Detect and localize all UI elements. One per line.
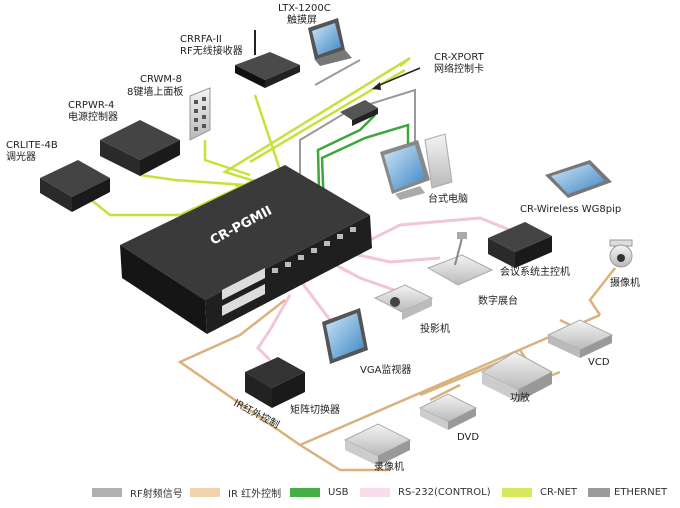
legend: RF射频信号 IR 红外控制 USB RS-232(CONTROL) CR-NE… xyxy=(0,478,680,504)
document-camera-label: 数字展台 xyxy=(478,294,518,307)
touch-panel-name: 触摸屏 xyxy=(287,13,317,26)
wall-panel-device[interactable] xyxy=(189,87,211,141)
camera-device[interactable] xyxy=(609,239,633,268)
desktop-pc-label: 台式电脑 xyxy=(428,192,468,205)
legend-swatch-rs232 xyxy=(360,487,390,497)
matrix-switcher-device[interactable] xyxy=(245,357,305,408)
legend-item-rf: RF射频信号 xyxy=(92,485,183,500)
dimmer-device[interactable] xyxy=(40,160,110,212)
rf-receiver-model: CRRFA-II xyxy=(180,34,222,45)
recorder-device[interactable] xyxy=(343,423,412,466)
legend-item-ir: IR 红外控制 xyxy=(190,485,282,500)
camera-label: 摄像机 xyxy=(610,276,640,289)
desktop-pc-device[interactable] xyxy=(380,133,453,200)
legend-item-rs232: RS-232(CONTROL) xyxy=(360,485,491,499)
vga-monitor-label: VGA监视器 xyxy=(360,363,411,376)
legend-swatch-ir xyxy=(190,487,220,497)
main-unit-cr-pgmii[interactable]: CR-PGMII xyxy=(120,165,372,334)
projector-device[interactable] xyxy=(373,284,434,320)
conference-host-device[interactable] xyxy=(488,222,552,268)
touch-panel-device[interactable] xyxy=(308,18,352,66)
legend-label-rs232: RS-232(CONTROL) xyxy=(398,486,491,498)
wall-panel-model: CRWM-8 xyxy=(140,74,182,85)
vga-monitor-device[interactable] xyxy=(322,308,368,364)
projector-label: 投影机 xyxy=(420,322,450,335)
power-controller-model: CRPWR-4 xyxy=(68,100,114,111)
legend-label-rf: RF射频信号 xyxy=(130,488,183,500)
legend-swatch-rf xyxy=(92,487,122,497)
recorder-label: 录像机 xyxy=(374,460,404,473)
legend-swatch-crnet xyxy=(502,487,532,497)
dimmer-name: 调光器 xyxy=(6,150,36,163)
amplifier-device[interactable] xyxy=(480,351,554,402)
arrow-head xyxy=(372,82,381,90)
power-controller-device[interactable] xyxy=(100,120,180,176)
wireless-panel-label: CR-Wireless WG8pip xyxy=(520,204,621,215)
legend-item-usb: USB xyxy=(290,485,349,499)
touch-panel-model: LTX-1200C xyxy=(278,3,331,14)
dvd-device[interactable] xyxy=(418,393,478,430)
rf-receiver-device[interactable] xyxy=(235,30,300,88)
conference-host-label: 会议系统主控机 xyxy=(500,265,570,278)
dvd-label: DVD xyxy=(457,432,479,443)
matrix-switcher-label: 矩阵切换器 xyxy=(290,403,340,416)
network-card-device[interactable] xyxy=(340,100,378,126)
dimmer-model: CRLITE-4B xyxy=(6,140,58,151)
vcd-device[interactable] xyxy=(546,319,614,358)
power-controller-name: 电源控制器 xyxy=(68,110,118,123)
legend-item-ethernet: ETHERNET xyxy=(588,485,667,499)
network-card-arrow xyxy=(374,67,421,88)
legend-swatch-ethernet xyxy=(588,487,610,497)
legend-label-crnet: CR-NET xyxy=(540,486,578,498)
legend-swatch-usb xyxy=(290,487,320,497)
wireless-panel-device[interactable] xyxy=(545,160,612,198)
legend-label-ir: IR 红外控制 xyxy=(228,488,282,500)
legend-item-crnet: CR-NET xyxy=(502,485,577,499)
legend-label-ethernet: ETHERNET xyxy=(614,486,668,498)
amplifier-label: 功放 xyxy=(510,391,530,404)
wall-panel-name: 8键墙上面板 xyxy=(127,85,183,98)
document-camera-device[interactable] xyxy=(426,232,494,286)
network-card-name: 网络控制卡 xyxy=(434,62,484,75)
network-card-model: CR-XPORT xyxy=(434,52,485,63)
legend-label-usb: USB xyxy=(328,486,349,498)
rf-receiver-name: RF无线接收器 xyxy=(180,44,243,57)
vcd-label: VCD xyxy=(588,357,610,368)
